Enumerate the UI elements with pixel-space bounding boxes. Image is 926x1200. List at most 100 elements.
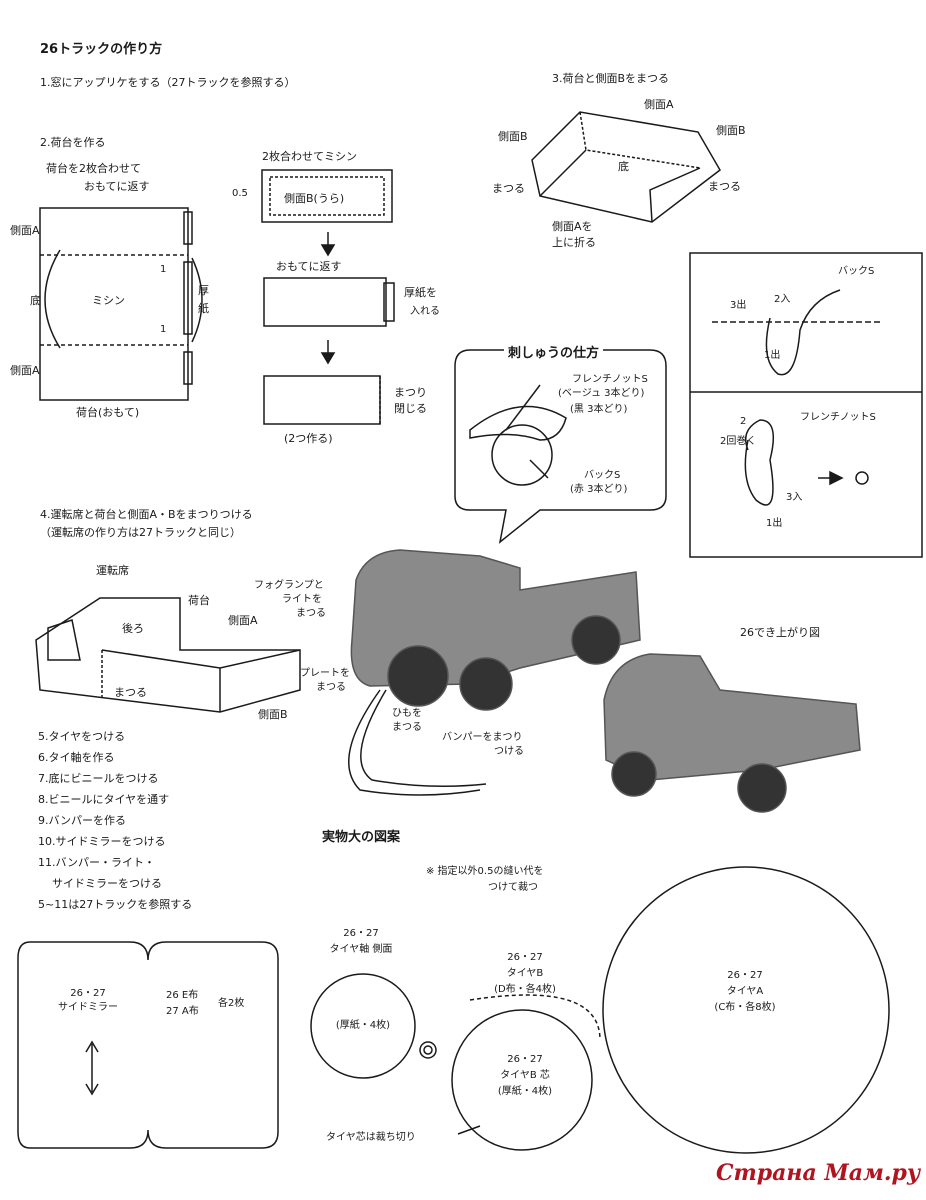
mirror-name: サイドミラー	[58, 1002, 118, 1013]
step2-close1: まつり	[394, 386, 427, 399]
step3-matsuru-right: まつる	[708, 180, 741, 193]
step-6: 6.タイ軸を作る	[38, 751, 115, 764]
photo-plate2: まつる	[316, 682, 346, 693]
tire-a-pattern	[602, 866, 890, 1154]
step3-side-b-right: 側面B	[716, 124, 746, 137]
stitch-back1: バックS	[584, 470, 621, 481]
step3-side-a: 側面A	[644, 98, 674, 111]
step-9: 9.バンパーを作る	[38, 814, 127, 827]
step4-side-b: 側面B	[258, 708, 288, 721]
step4-side-a: 側面A	[228, 614, 258, 627]
pattern-note1: ※ 指定以外0.5の縫い代を	[426, 866, 544, 877]
photo-fog3: まつる	[296, 608, 326, 619]
step2-cardboard1: 厚紙を	[404, 286, 437, 299]
step2-close2: 閉じる	[394, 402, 427, 415]
stitch-out1b: 1出	[766, 518, 783, 529]
photo-plate1: プレートを	[300, 668, 350, 679]
stitch-french-title: フレンチノットS	[800, 412, 876, 423]
step4-cab: 運転席	[96, 564, 129, 577]
step2-nidai-omote: 荷台(おもて)	[76, 406, 140, 419]
photo-fog1: フォグランプと	[254, 580, 324, 591]
tire-axle-pattern	[310, 973, 416, 1079]
mirror-each2: 各2枚	[218, 998, 245, 1009]
step3-fold2: 上に折る	[552, 236, 596, 249]
step-11-cont: サイドミラーをつける	[52, 877, 162, 890]
tb-mat: (D布・各4枚)	[494, 984, 556, 995]
step2-note1: 荷台を2枚合わせて	[46, 162, 141, 175]
step4-matsuru: まつる	[114, 686, 147, 699]
step-4-note: （運転席の作り方は27トラックと同じ）	[40, 526, 241, 539]
step2-gami: 紙	[198, 302, 209, 315]
step-8: 8.ビニールにタイヤを通す	[38, 793, 170, 806]
tire-b-core-pattern	[451, 1009, 593, 1151]
step-11: 11.バンパー・ライト・	[38, 856, 156, 869]
step2-seam: 0.5	[232, 188, 248, 199]
photo-cord1: ひもを	[392, 708, 422, 719]
step2-cardboard2: 入れる	[410, 306, 440, 317]
step2-sew-label: 2枚合わせてミシン	[262, 150, 357, 163]
mirror-fab1: 26 E布	[166, 990, 199, 1001]
stitch-french1: フレンチノットS	[572, 374, 648, 385]
step2-one-b: 1	[160, 324, 167, 335]
step4-back: 後ろ	[122, 622, 144, 635]
axle-num: 26・27	[343, 928, 379, 939]
step-5: 5.タイヤをつける	[38, 730, 126, 743]
step-1: 1.窓にアップリケをする（27トラックを参照する）	[40, 76, 296, 89]
pattern-note2: つけて裁つ	[488, 882, 538, 893]
step-3: 3.荷台と側面Bをまつる	[552, 72, 670, 85]
stitch-in3: 3入	[786, 492, 803, 503]
ta-name: タイヤA	[726, 986, 764, 997]
speech-balloon	[454, 349, 667, 544]
stitch-title: 刺しゅうの仕方	[504, 342, 604, 361]
stitch-back-title: バックS	[838, 266, 875, 277]
photo-bumper2: つける	[494, 746, 524, 757]
bed-outline	[39, 207, 189, 401]
axle-mat: (厚紙・4枚)	[335, 1020, 391, 1031]
stitch-french3: (黒 3本どり)	[570, 404, 628, 415]
step3-bottom: 底	[618, 160, 629, 173]
step3-matsuru-left: まつる	[492, 182, 525, 195]
step2-note2: おもてに返す	[84, 180, 150, 193]
tb-name: タイヤB	[506, 968, 544, 979]
step2-side-a-top: 側面A	[10, 224, 40, 237]
pattern-title: 実物大の図案	[322, 830, 401, 845]
step-list: 5.タイヤをつける 6.タイ軸を作る 7.底にビニールをつける 8.ビニールにタ…	[38, 726, 192, 915]
stitch-wrap: 2回巻く	[720, 436, 757, 447]
step4-bed: 荷台	[188, 594, 210, 607]
stitch-in2: 2入	[774, 294, 791, 305]
page-title: 26トラックの作り方	[40, 42, 163, 57]
core-num: 26・27	[507, 1054, 543, 1065]
step3-fold1: 側面Aを	[552, 220, 593, 233]
photo-fog2: ライトを	[282, 594, 322, 605]
axle-name: タイヤ軸 側面	[329, 944, 393, 955]
step2-make-two: (2つ作る)	[284, 432, 333, 445]
ta-mat: (C布・各8枚)	[714, 1002, 776, 1013]
step2-side-b-ura: 側面B(うら)	[284, 192, 345, 205]
step-2: 2.荷台を作る	[40, 136, 106, 149]
step-7: 7.底にビニールをつける	[38, 772, 159, 785]
stitch-french2: (ベージュ 3本どり)	[558, 388, 645, 399]
step2-mishin: ミシン	[92, 294, 125, 307]
stitch-out1: 1出	[764, 350, 781, 361]
side-b-outline	[261, 169, 393, 223]
truck-sketch	[35, 597, 301, 713]
step-4: 4.運転席と荷台と側面A・Bをまつりつける	[40, 508, 253, 521]
step2-bottom: 底	[30, 294, 41, 307]
ta-num: 26・27	[727, 970, 763, 981]
mirror-fab2: 27 A布	[166, 1006, 199, 1017]
core-note: タイヤ芯は裁ち切り	[326, 1132, 416, 1143]
core-mat: (厚紙・4枚)	[497, 1086, 553, 1097]
stitch-back2: (赤 3本どり)	[570, 484, 628, 495]
step2-turn-out: おもてに返す	[276, 260, 342, 273]
watermark: Страна Мам.ру	[716, 1160, 921, 1186]
photo-finished: 26でき上がり図	[740, 626, 820, 639]
step-10: 10.サイドミラーをつける	[38, 835, 166, 848]
photo-cord2: まつる	[392, 722, 422, 733]
step2-atsu: 厚	[198, 284, 209, 297]
tb-num: 26・27	[507, 952, 543, 963]
step2-side-a-bottom: 側面A	[10, 364, 40, 377]
photo-bumper1: バンパーをまつり	[442, 732, 523, 743]
stitch-two: 2	[740, 416, 747, 427]
mirror-num: 26・27	[70, 988, 106, 999]
